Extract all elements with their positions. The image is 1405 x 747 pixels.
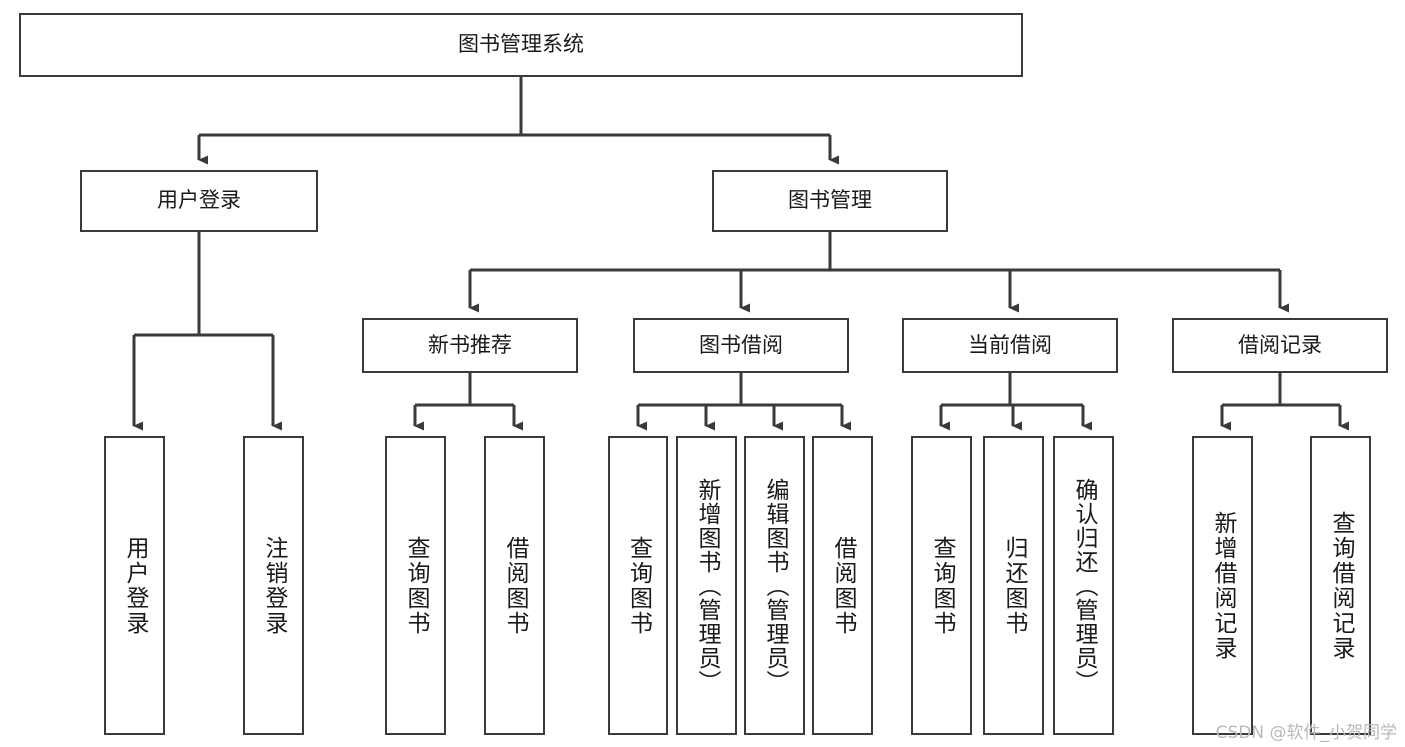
node-leaf-query-book-1-label: 查询图书 — [403, 535, 429, 636]
node-leaf-borrow-book-2[interactable]: 借阅图书 — [812, 436, 873, 735]
node-leaf-add-book[interactable]: 新增图书（管理员） — [676, 436, 737, 735]
watermark: CSDN @软件_小贺同学 — [1215, 723, 1397, 743]
node-leaf-edit-book-label: 编辑图书（管理员） — [762, 477, 788, 694]
node-leaf-confirm-return[interactable]: 确认归还（管理员） — [1053, 436, 1114, 735]
node-leaf-return-book[interactable]: 归还图书 — [983, 436, 1044, 735]
node-leaf-borrow-book-1-label: 借阅图书 — [502, 535, 528, 636]
node-leaf-return-book-label: 归还图书 — [1001, 535, 1027, 636]
node-book-manage[interactable]: 图书管理 — [712, 170, 948, 232]
node-leaf-confirm-return-label: 确认归还（管理员） — [1071, 477, 1097, 694]
node-leaf-add-record-label: 新增借阅记录 — [1210, 510, 1236, 661]
node-leaf-query-book-3-label: 查询图书 — [929, 535, 955, 636]
node-leaf-query-record[interactable]: 查询借阅记录 — [1310, 436, 1371, 735]
node-leaf-logout[interactable]: 注销登录 — [243, 436, 304, 735]
node-root[interactable]: 图书管理系统 — [19, 13, 1023, 77]
node-leaf-borrow-book-1[interactable]: 借阅图书 — [484, 436, 545, 735]
node-leaf-edit-book[interactable]: 编辑图书（管理员） — [744, 436, 805, 735]
node-leaf-borrow-book-2-label: 借阅图书 — [830, 535, 856, 636]
node-book-borrow[interactable]: 图书借阅 — [633, 318, 849, 373]
node-user-login[interactable]: 用户登录 — [80, 170, 318, 232]
node-leaf-query-book-3[interactable]: 查询图书 — [911, 436, 972, 735]
node-leaf-query-book-2[interactable]: 查询图书 — [608, 436, 668, 735]
node-new-book-rec[interactable]: 新书推荐 — [362, 318, 578, 373]
node-leaf-logout-label: 注销登录 — [261, 535, 287, 636]
node-leaf-add-record[interactable]: 新增借阅记录 — [1192, 436, 1253, 735]
node-new-book-rec-label: 新书推荐 — [428, 332, 512, 357]
node-leaf-user-login[interactable]: 用户登录 — [104, 436, 165, 735]
node-leaf-query-record-label: 查询借阅记录 — [1328, 510, 1354, 661]
node-root-label: 图书管理系统 — [458, 32, 584, 57]
node-borrow-record[interactable]: 借阅记录 — [1172, 318, 1388, 373]
node-leaf-query-book-2-label: 查询图书 — [625, 535, 652, 636]
node-leaf-user-login-label: 用户登录 — [122, 535, 148, 636]
node-borrow-record-label: 借阅记录 — [1238, 332, 1322, 357]
node-current-borrow[interactable]: 当前借阅 — [902, 318, 1118, 373]
node-current-borrow-label: 当前借阅 — [968, 332, 1052, 357]
node-leaf-add-book-label: 新增图书（管理员） — [694, 477, 720, 694]
node-book-manage-label: 图书管理 — [788, 188, 872, 213]
node-book-borrow-label: 图书借阅 — [699, 332, 783, 357]
node-leaf-query-book-1[interactable]: 查询图书 — [385, 436, 446, 735]
node-user-login-label: 用户登录 — [157, 188, 241, 213]
